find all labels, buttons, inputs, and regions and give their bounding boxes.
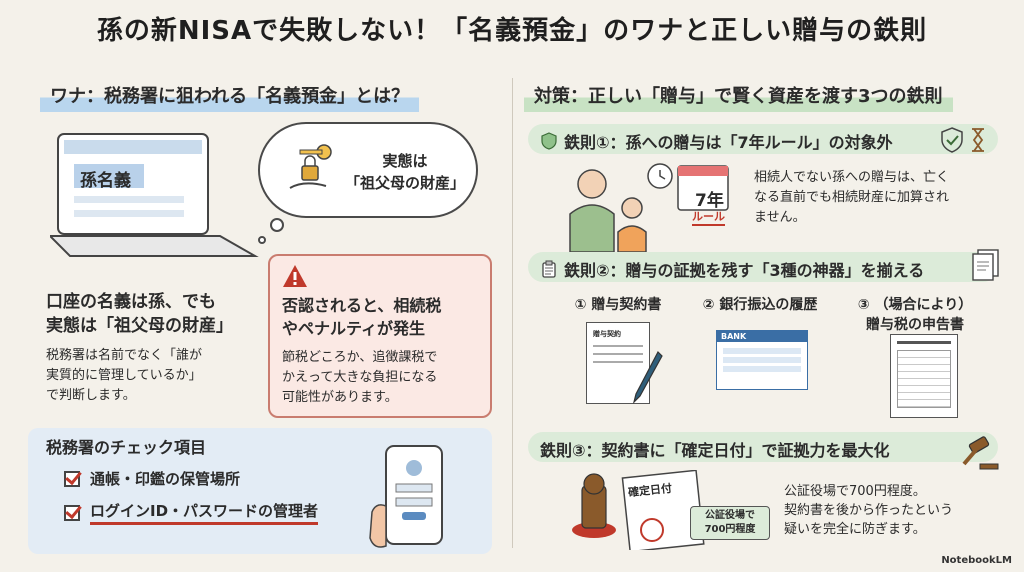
rule3-description: 公証役場で700円程度。 契約書を後から作ったという 疑いを完全に防ぎます。 <box>784 482 994 539</box>
tag-line: 700円程度 <box>704 524 756 535</box>
documents-stack-icon <box>972 249 999 281</box>
key-hand-icon <box>289 144 332 189</box>
checklist-item-label: ログインID・パスワードの管理者 <box>90 500 319 525</box>
center-divider <box>512 78 513 548</box>
right-section-heading: 対策：正しい「贈与」で賢く資産を渡す3つの鉄則 <box>524 80 953 112</box>
warning-title: 否認されると、相続税 やペナルティが発生 <box>282 294 482 340</box>
doc3-line: ③ （場合により） <box>857 297 973 313</box>
rule3-line: 疑いを完全に防ぎます。 <box>784 522 926 537</box>
rule2-title-text: 鉄則②：贈与の証拠を残す「3種の神器」を揃える <box>564 261 925 280</box>
rule1-title: 鉄則①：孫への贈与は「7年ルール」の対象外 <box>540 129 893 153</box>
rule1-description: 相続人でない孫への贈与は、亡く なる直前でも相続財産に加算され ません。 <box>754 168 994 228</box>
rule1-title-text: 鉄則①：孫への贈与は「7年ルール」の対象外 <box>564 133 893 152</box>
left-main-statement: 口座の名義は孫、でも 実態は「祖父母の財産」 <box>46 290 261 338</box>
shield-icon <box>541 132 557 150</box>
rule3-title-text: 鉄則③：契約書に「確定日付」で証拠力を最大化 <box>540 441 890 460</box>
doc3-label: ③ （場合により） 贈与税の申告書 <box>850 294 980 334</box>
rule2-bar <box>528 252 998 282</box>
bubble-text: 実態は 「祖父母の財産」 <box>340 150 470 194</box>
doc2-inner-title: BANK <box>717 331 807 342</box>
pen-icon <box>632 350 663 404</box>
tag-line: 公証役場で <box>705 510 755 521</box>
calendar-small-text: ルール <box>692 208 725 226</box>
checklist-item-label: 通帳・印鑑の保管場所 <box>90 470 241 488</box>
thought-bubble <box>258 122 478 218</box>
warn-body-line: かえって大きな負担になる <box>282 370 438 385</box>
doc1-inner-title: 贈与契約 <box>593 330 621 338</box>
warn-title-line: やペナルティが発生 <box>282 319 426 338</box>
warn-body-line: 可能性があります。 <box>282 390 398 405</box>
doc1-label: ① 贈与契約書 <box>574 297 662 313</box>
warn-body-line: 節税どころか、追徴課税で <box>282 350 438 365</box>
checkbox-icon <box>64 470 80 487</box>
warning-box <box>268 254 492 418</box>
calendar-big-text: 7年 <box>695 191 724 211</box>
checkbox-icon <box>64 504 80 521</box>
rule1-line: なる直前でも相続財産に加算され <box>754 190 950 205</box>
rule3-bar <box>528 432 998 462</box>
rule1-line: ません。 <box>754 210 806 225</box>
main-line: 実態は「祖父母の財産」 <box>46 316 233 336</box>
page-title: 孫の新NISAで失敗しない！「名義預金」のワナと正しい贈与の鉄則 <box>96 16 928 46</box>
checklist-item: 通帳・印鑑の保管場所 <box>64 468 240 489</box>
rule3-line: 契約書を後から作ったという <box>784 503 954 518</box>
main-line: 口座の名義は孫、でも <box>46 292 216 312</box>
clipboard-icon <box>542 260 556 278</box>
smartphone-login-icon <box>369 445 443 548</box>
rule1-bar <box>528 124 998 154</box>
sub-line: で判断します。 <box>46 388 136 403</box>
rule3-line: 公証役場で700円程度。 <box>784 484 926 499</box>
bank-statement-doc: BANK <box>716 330 808 390</box>
laptop-illustration <box>50 133 259 257</box>
bubble-line: 実態は <box>382 152 428 170</box>
checklist-item: ログインID・パスワードの管理者 <box>64 500 319 525</box>
left-section-heading: ワナ：税務署に狙われる「名義預金」とは？ <box>40 80 420 112</box>
rule3-title: 鉄則③：契約書に「確定日付」で証拠力を最大化 <box>540 437 890 461</box>
doc3-line: 贈与税の申告書 <box>866 317 964 333</box>
left-sub-text: 税務署は名前でなく「誰が 実質的に管理しているか」 で判断します。 <box>46 346 261 406</box>
warning-icon <box>283 265 307 287</box>
bubble-dot <box>270 218 284 232</box>
bubble-dot <box>258 236 266 244</box>
footer-logo: NotebookLM <box>941 555 1012 566</box>
checklist-title: 税務署のチェック項目 <box>46 438 207 457</box>
sub-line: 税務署は名前でなく「誰が <box>46 348 203 363</box>
bubble-line: 「祖父母の財産」 <box>344 174 465 192</box>
sub-line: 実質的に管理しているか」 <box>46 368 202 383</box>
tax-return-doc <box>890 334 958 418</box>
warn-title-line: 否認されると、相続税 <box>282 296 442 315</box>
rule2-title: 鉄則②：贈与の証拠を残す「3種の神器」を揃える <box>540 257 924 281</box>
rule1-line: 相続人でない孫への贈与は、亡く <box>754 170 950 185</box>
laptop-account-name: 孫名義 <box>80 171 131 191</box>
shield-hourglass-icon <box>941 127 984 153</box>
grandparent-child-illustration <box>569 163 729 252</box>
notary-fee-tag: 公証役場で 700円程度 <box>690 506 770 540</box>
warning-body: 節税どころか、追徴課税で かえって大きな負担になる 可能性があります。 <box>282 348 482 408</box>
doc2-label: ② 銀行振込の履歴 <box>702 297 818 313</box>
gavel-icon <box>962 436 999 470</box>
